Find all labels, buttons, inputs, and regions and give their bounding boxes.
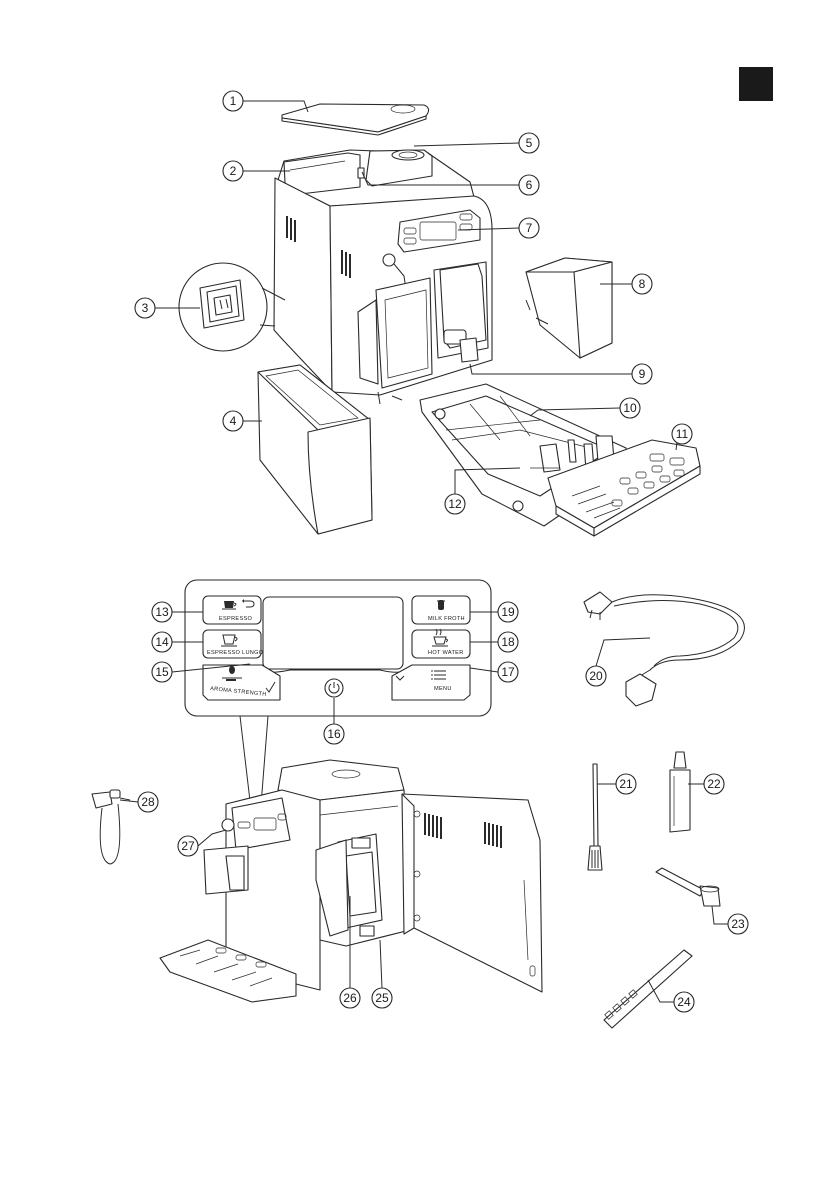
aroma-strength-label: AROMA STRENGTH bbox=[210, 686, 267, 698]
callout-18: 18 bbox=[497, 631, 519, 653]
svg-text:13: 13 bbox=[155, 605, 169, 619]
callout-13: 13 bbox=[151, 601, 173, 623]
svg-text:17: 17 bbox=[501, 665, 515, 679]
espresso-lungo-label: ESPRESSO LUNGO bbox=[207, 650, 264, 656]
power-cord-illustration bbox=[583, 591, 745, 707]
callout-5: 5 bbox=[518, 132, 540, 154]
svg-text:10: 10 bbox=[623, 401, 637, 415]
svg-text:7: 7 bbox=[526, 221, 533, 235]
svg-text:22: 22 bbox=[707, 777, 721, 791]
callout-3: 3 bbox=[134, 297, 156, 319]
callout-11: 11 bbox=[671, 423, 693, 445]
callout-28: 28 bbox=[137, 791, 159, 813]
grease-tube-illustration bbox=[669, 751, 691, 833]
power-socket-inset bbox=[178, 262, 286, 352]
svg-text:25: 25 bbox=[375, 991, 389, 1005]
hot-water-cup-icon bbox=[432, 628, 448, 647]
svg-text:21: 21 bbox=[619, 777, 633, 791]
espresso-button[interactable] bbox=[202, 595, 262, 625]
callout-12: 12 bbox=[444, 493, 466, 515]
callout-4: 4 bbox=[222, 410, 244, 432]
svg-text:5: 5 bbox=[526, 136, 533, 150]
water-hardness-test-strip-illustration bbox=[603, 949, 693, 1029]
menu-list-icon bbox=[431, 670, 446, 680]
callout-22: 22 bbox=[703, 773, 725, 795]
milk-froth-label: MILK FROTH bbox=[428, 616, 465, 622]
water-tank-illustration bbox=[257, 364, 373, 535]
menu-button[interactable] bbox=[391, 664, 471, 701]
svg-text:15: 15 bbox=[155, 665, 169, 679]
checkmark-icon bbox=[265, 681, 276, 693]
callout-21: 21 bbox=[615, 773, 637, 795]
svg-text:6: 6 bbox=[526, 178, 533, 192]
leader-lines-bottom bbox=[119, 611, 728, 1003]
leader-lines-top bbox=[152, 100, 679, 494]
callout-16: 16 bbox=[323, 723, 345, 745]
milk-tube-illustration bbox=[91, 789, 131, 865]
coffee-bean-icon bbox=[222, 666, 242, 681]
callout-8: 8 bbox=[631, 273, 653, 295]
water-tank-lid-illustration bbox=[281, 103, 430, 136]
power-button[interactable] bbox=[324, 678, 344, 698]
svg-text:2: 2 bbox=[230, 164, 237, 178]
svg-text:1: 1 bbox=[230, 94, 237, 108]
callout-1: 1 bbox=[222, 90, 244, 112]
callout-14: 14 bbox=[151, 631, 173, 653]
svg-text:18: 18 bbox=[501, 635, 515, 649]
svg-text:8: 8 bbox=[639, 277, 646, 291]
callout-17: 17 bbox=[497, 661, 519, 683]
svg-text:14: 14 bbox=[155, 635, 169, 649]
callout-27: 27 bbox=[177, 835, 199, 857]
svg-text:20: 20 bbox=[589, 669, 603, 683]
svg-text:23: 23 bbox=[731, 917, 745, 931]
callout-labels: 1 2 3 4 5 6 7 8 9 10 11 12 13 14 15 16 1… bbox=[134, 90, 749, 1013]
callout-15: 15 bbox=[151, 661, 173, 683]
svg-text:19: 19 bbox=[501, 605, 515, 619]
callout-7: 7 bbox=[518, 217, 540, 239]
callout-10: 10 bbox=[619, 397, 641, 419]
coffee-machine-body-illustration bbox=[273, 149, 493, 405]
callout-6: 6 bbox=[518, 174, 540, 196]
svg-text:27: 27 bbox=[181, 839, 195, 853]
svg-text:16: 16 bbox=[327, 727, 341, 741]
svg-text:26: 26 bbox=[343, 991, 357, 1005]
svg-text:11: 11 bbox=[676, 427, 689, 441]
svg-text:28: 28 bbox=[141, 795, 155, 809]
callout-23: 23 bbox=[727, 913, 749, 935]
callout-20: 20 bbox=[585, 665, 607, 687]
language-tab bbox=[739, 67, 773, 101]
espresso-cup-icon bbox=[222, 601, 237, 610]
svg-text:9: 9 bbox=[639, 367, 646, 381]
callout-2: 2 bbox=[222, 160, 244, 182]
callout-26: 26 bbox=[339, 987, 361, 1009]
coffee-machine-open-door-illustration bbox=[159, 759, 543, 1003]
hot-water-label: HOT WATER bbox=[428, 650, 464, 656]
display-screen bbox=[262, 596, 404, 670]
callout-25: 25 bbox=[371, 987, 393, 1009]
control-panel-callout: ESPRESSO ESPRESSO LUNGO AROMA STRENGTH M… bbox=[184, 579, 492, 819]
drip-tray-cover-illustration bbox=[547, 439, 701, 537]
milk-carafe-icon bbox=[437, 600, 445, 610]
espresso-label: ESPRESSO bbox=[219, 616, 253, 622]
back-arrow-icon bbox=[242, 599, 255, 608]
svg-text:4: 4 bbox=[230, 414, 237, 428]
callout-24: 24 bbox=[673, 991, 695, 1013]
callout-19: 19 bbox=[497, 601, 519, 623]
chevron-down-icon bbox=[395, 675, 405, 681]
menu-label: MENU bbox=[434, 686, 452, 692]
measuring-scoop-illustration bbox=[655, 867, 721, 907]
callout-9: 9 bbox=[631, 363, 653, 385]
cleaning-brush-illustration bbox=[587, 763, 603, 871]
lungo-cup-icon bbox=[221, 634, 238, 647]
aroma-strength-button[interactable] bbox=[202, 664, 281, 701]
svg-text:3: 3 bbox=[142, 301, 149, 315]
svg-text:12: 12 bbox=[448, 497, 462, 511]
svg-text:24: 24 bbox=[677, 995, 691, 1009]
coffee-grounds-container-illustration bbox=[525, 257, 613, 359]
